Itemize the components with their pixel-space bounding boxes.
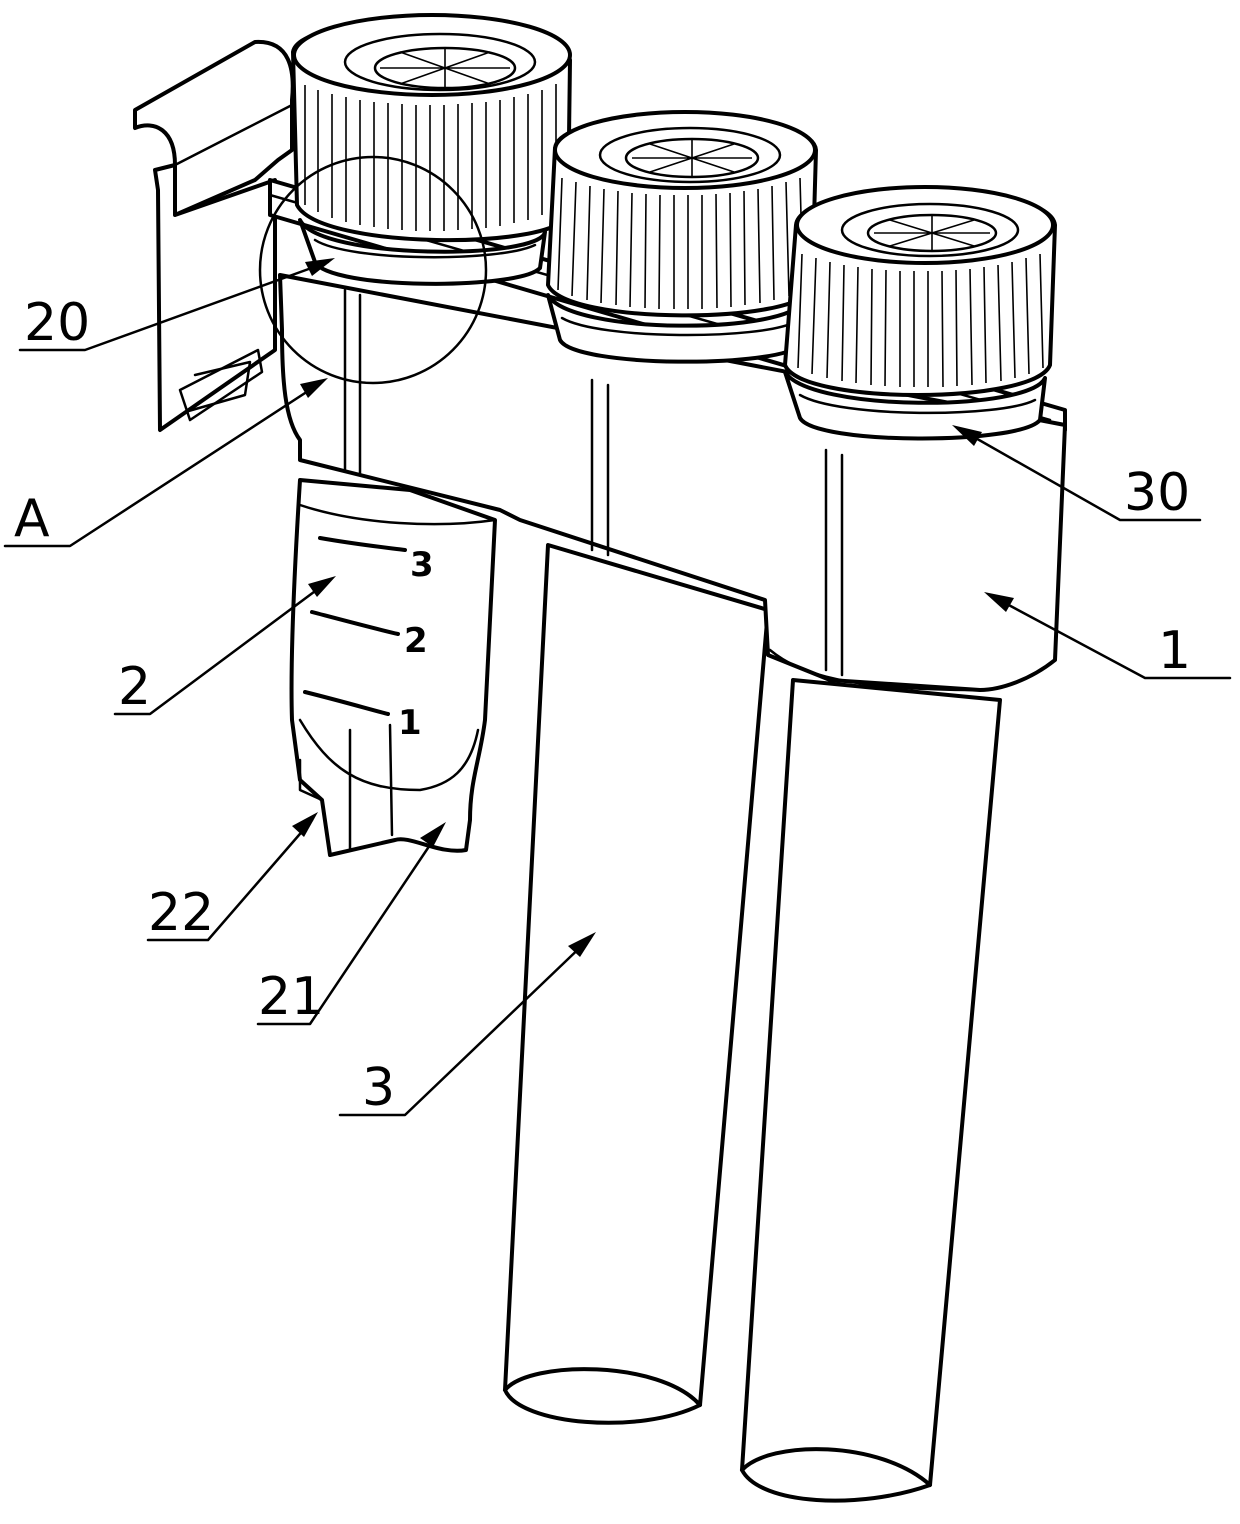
tube-right xyxy=(742,680,1000,1501)
short-tube: 3 2 1 xyxy=(292,480,495,855)
cap-right xyxy=(785,187,1055,439)
label-a: A xyxy=(14,489,50,549)
label-3: 3 xyxy=(362,1058,395,1118)
tube-middle xyxy=(505,545,768,1423)
cap-middle xyxy=(548,112,816,362)
graduation-2: 2 xyxy=(404,621,428,661)
graduation-3: 3 xyxy=(410,545,434,585)
graduation-1: 1 xyxy=(398,703,422,743)
label-30: 30 xyxy=(1124,463,1190,523)
label-21: 21 xyxy=(258,967,324,1027)
label-22: 22 xyxy=(148,883,214,943)
label-20: 20 xyxy=(24,293,90,353)
label-1: 1 xyxy=(1158,621,1191,681)
label-2: 2 xyxy=(118,657,151,717)
